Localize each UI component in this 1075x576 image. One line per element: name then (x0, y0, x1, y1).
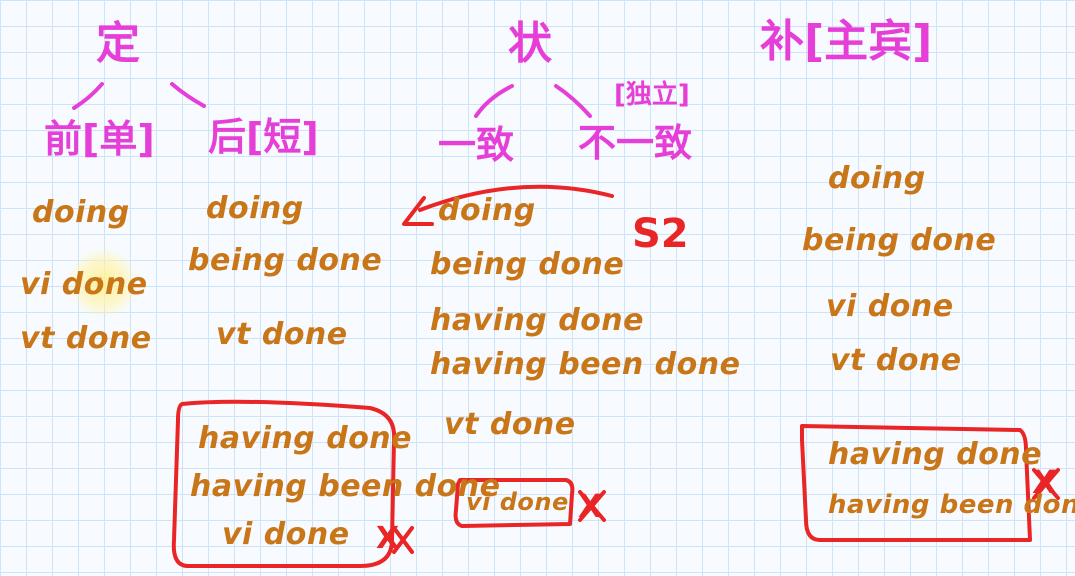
list-item: doing (32, 195, 130, 230)
list-item: vt done (444, 407, 576, 442)
branch-ding-right (170, 82, 206, 108)
list-item: doing (206, 191, 304, 226)
boxed-item: having done (828, 437, 1043, 472)
list-item: being done (188, 243, 383, 278)
list-item: doing (438, 193, 536, 228)
boxed-item: having done (198, 421, 413, 456)
list-item: being done (430, 247, 625, 282)
arrow-head (402, 196, 434, 226)
list-item: having done (430, 303, 645, 338)
heading-bu: 补[主宾] (760, 16, 933, 67)
cross-mark-zhuang: X (578, 487, 603, 525)
boxed-item: vi done (466, 488, 569, 516)
subheading-qian: 前[单] (44, 117, 155, 161)
boxed-item: having been done (190, 469, 501, 504)
subheading-hou: 后[短] (208, 115, 319, 159)
cross-mark-hou: X (376, 521, 400, 556)
list-item: doing (828, 161, 926, 196)
branch-zhuang-right (554, 84, 592, 118)
boxed-item: having been done (828, 490, 1075, 520)
branch-ding-left (72, 82, 104, 110)
list-item: vt done (20, 321, 152, 356)
text-cursor-icon: I (99, 275, 103, 289)
subheading-duli: [独立] (614, 80, 690, 110)
cross-mark-bu: X (1032, 463, 1057, 501)
list-item: being done (802, 223, 997, 258)
list-item: vi done (826, 289, 954, 324)
list-item: vt done (830, 343, 962, 378)
subheading-buyizhi: 不一致 (578, 121, 693, 165)
boxed-item: vi done (222, 517, 350, 552)
branch-zhuang-left (474, 84, 514, 118)
cursor-highlight (68, 248, 138, 318)
heading-zhuang: 状 (508, 18, 552, 69)
heading-ding: 定 (96, 18, 140, 69)
list-item: vi done (20, 267, 148, 302)
subject2-mark: S2 (632, 211, 689, 257)
list-item: having been done (430, 347, 741, 382)
subheading-yizhi: 一致 (438, 123, 515, 167)
list-item: vt done (216, 317, 348, 352)
